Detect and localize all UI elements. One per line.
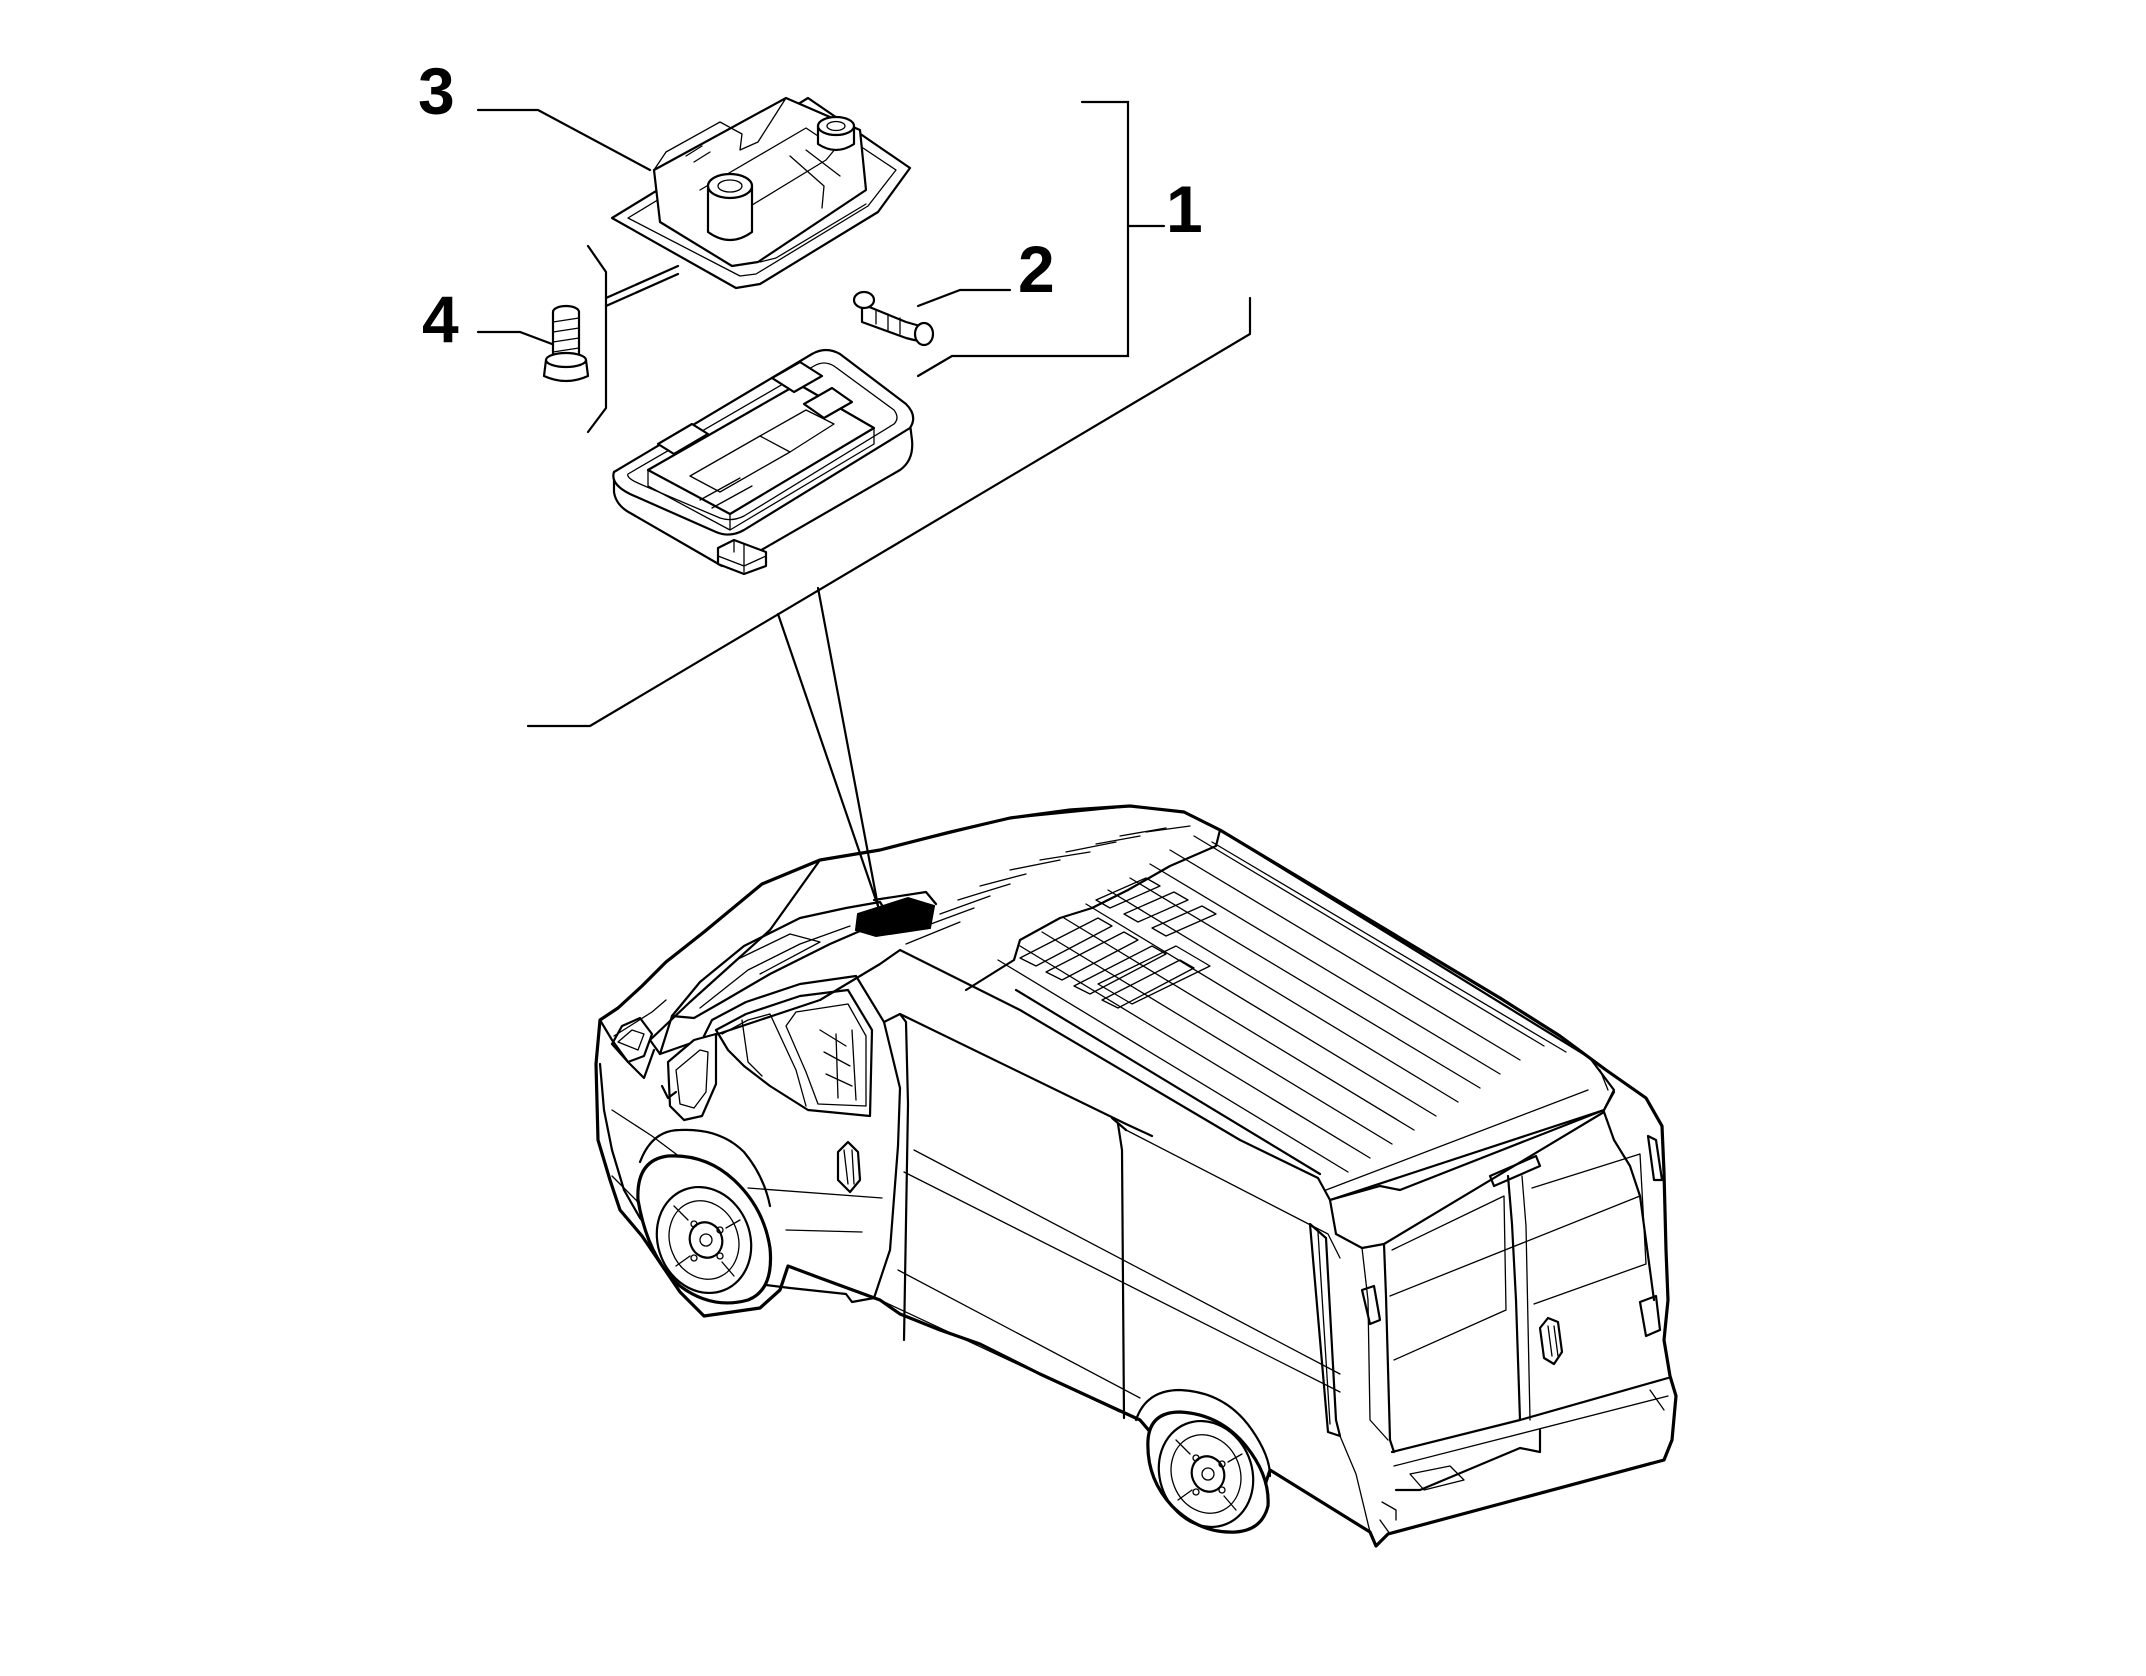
pointer-left — [776, 612, 880, 908]
callout-4: 4 — [422, 282, 459, 356]
bulb-part — [852, 290, 935, 347]
callout-2: 2 — [1018, 232, 1055, 306]
bracket-4-tick-top — [604, 264, 680, 300]
callout-1: 1 — [1166, 172, 1203, 246]
callout-3: 3 — [418, 54, 455, 128]
lens-cover-part — [610, 96, 912, 290]
bracket-4 — [586, 244, 608, 434]
roof-grille — [1019, 877, 1217, 1009]
bracket-1 — [916, 100, 1130, 378]
roof-ribs — [905, 825, 1567, 1173]
leader-lines — [476, 100, 1252, 908]
rear-wheel — [1146, 1410, 1270, 1534]
screw-part — [542, 304, 590, 383]
section-line — [526, 296, 1252, 728]
housing-part — [612, 348, 915, 576]
bracket-4-tick-bottom — [604, 272, 680, 308]
front-wheel — [636, 1154, 773, 1305]
van-drawing — [594, 804, 1678, 1548]
leader-3 — [476, 108, 652, 172]
leader-2 — [916, 288, 1012, 308]
leader-4 — [476, 330, 554, 346]
courtesy-light-location — [854, 896, 936, 938]
